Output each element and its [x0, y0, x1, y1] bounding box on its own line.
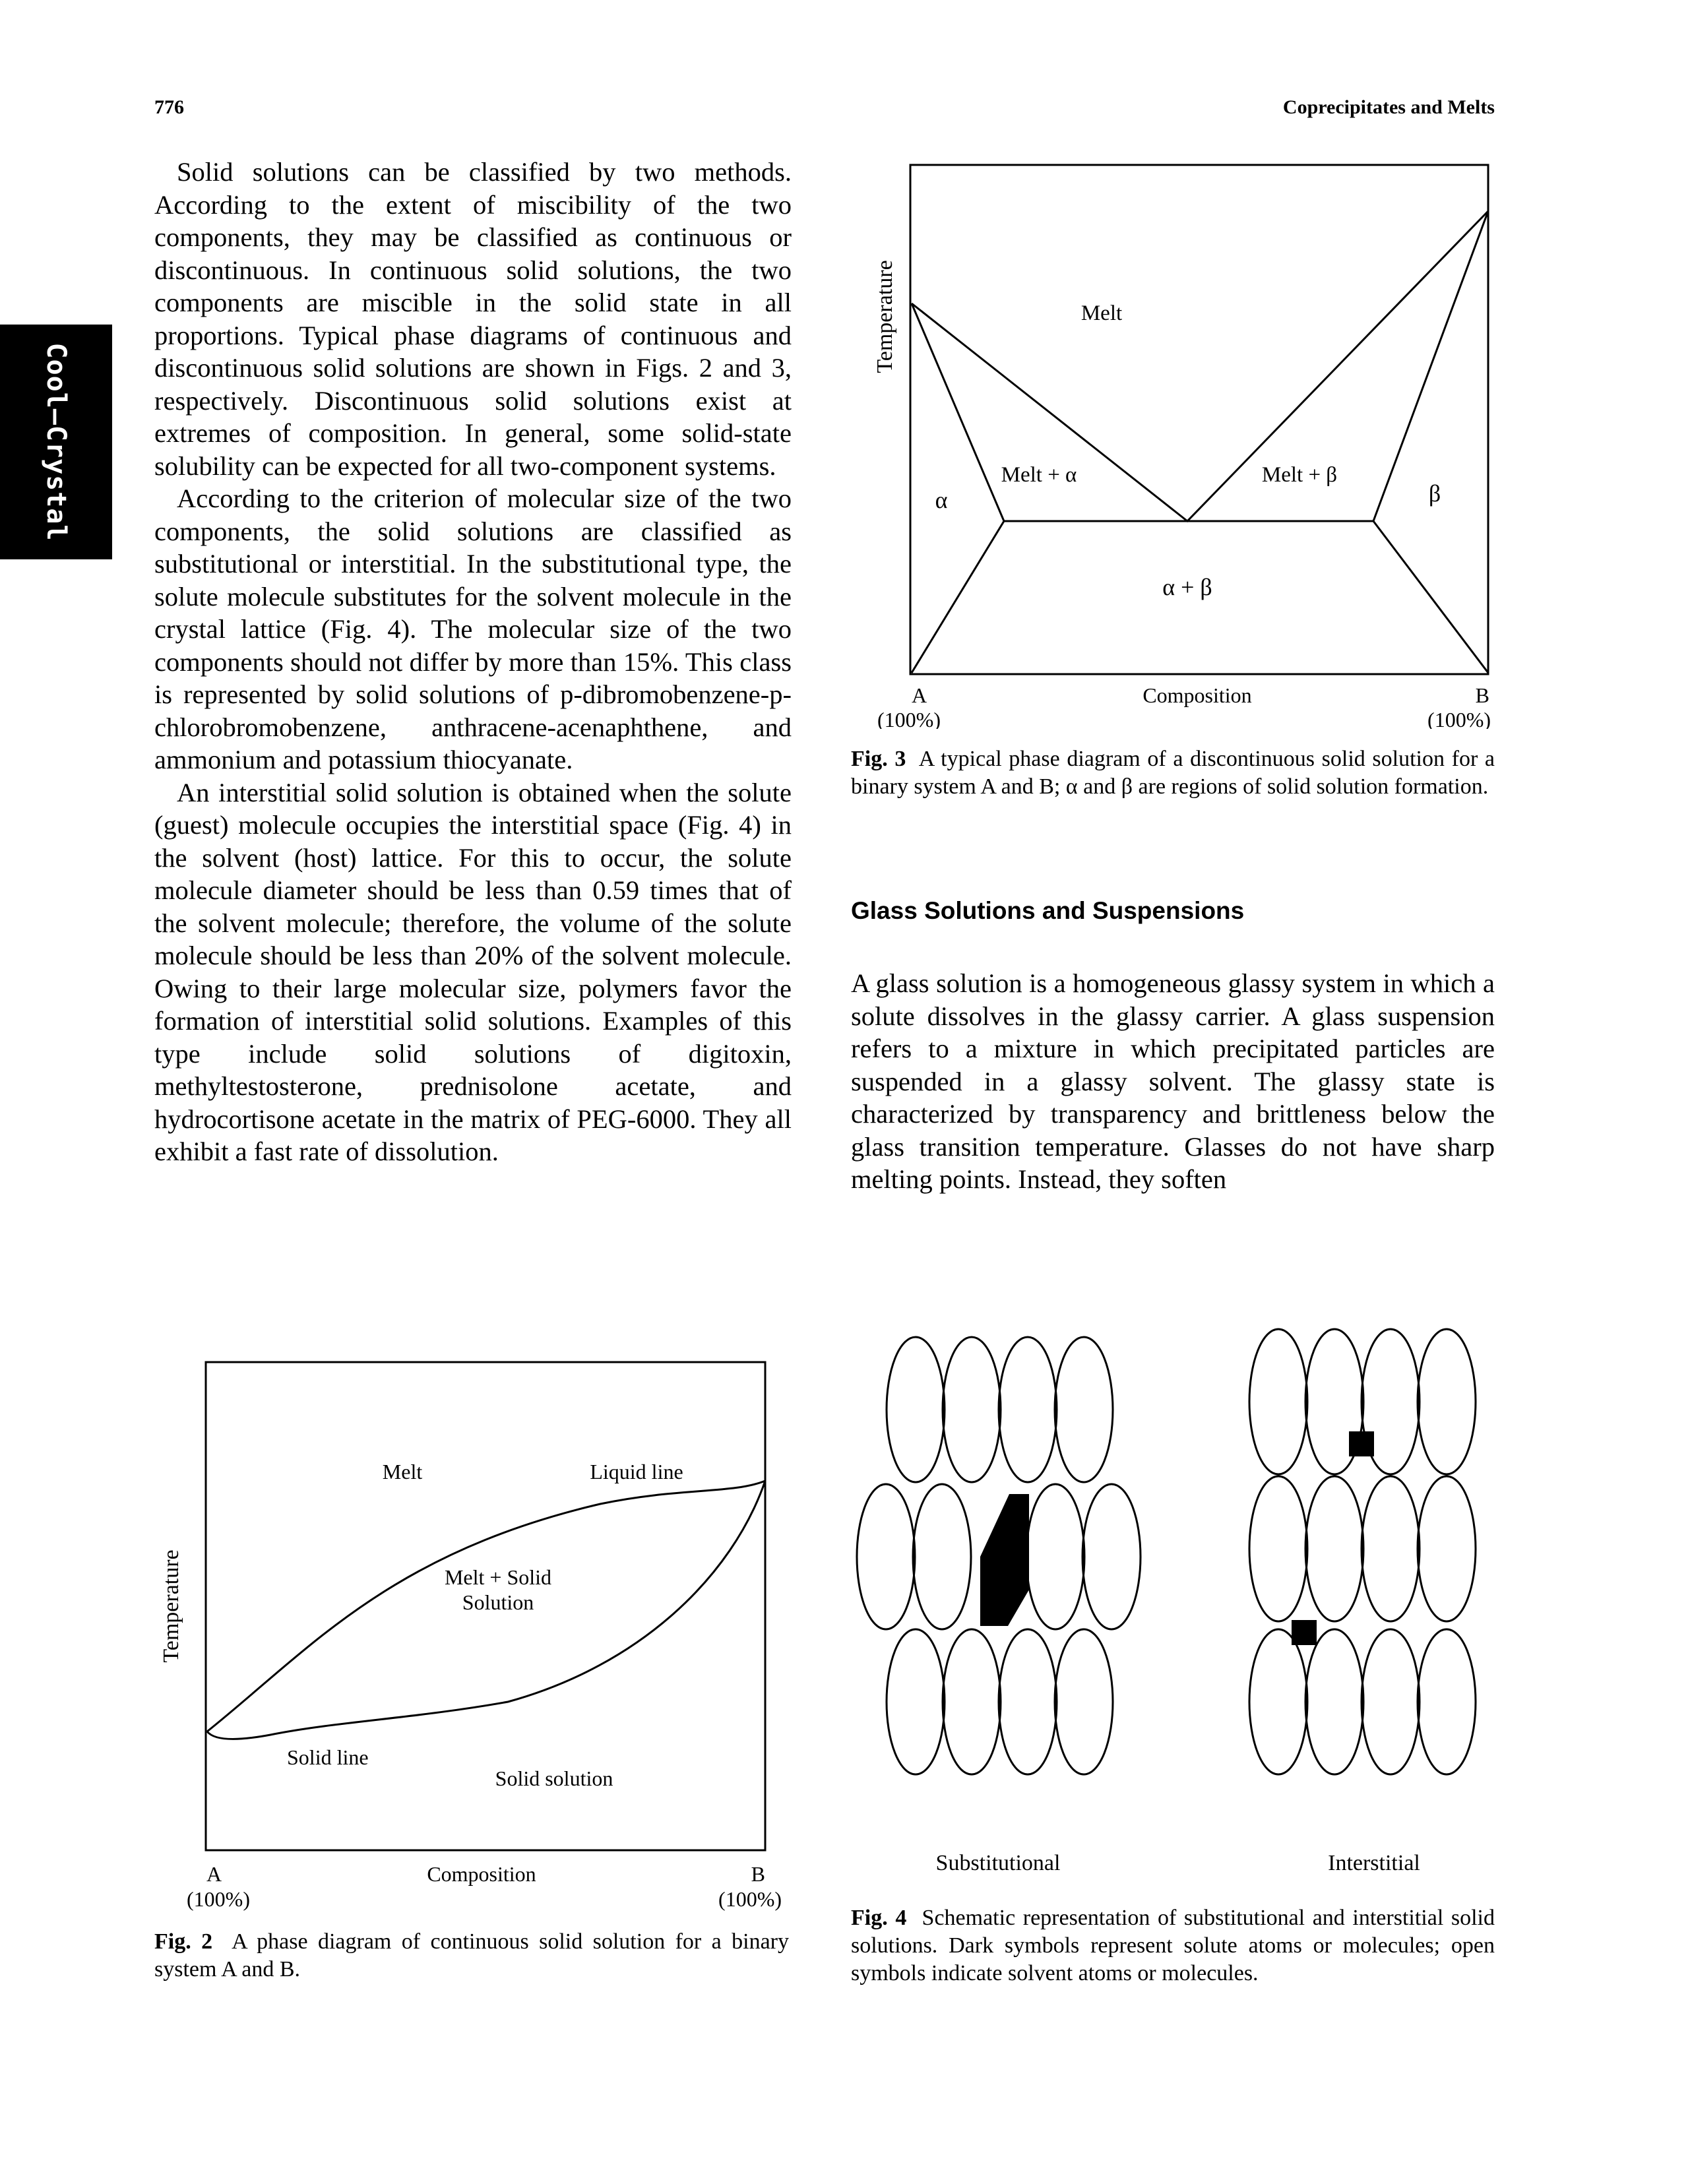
section-thumb-label: Cool–Crystal — [41, 342, 71, 542]
solvent-molecule — [1053, 1628, 1114, 1776]
fig3-label-alpha: α — [935, 487, 948, 513]
solvent-molecule — [885, 1336, 946, 1483]
fig2-label-melt-solid-1: Melt + Solid — [445, 1565, 551, 1589]
solvent-molecule — [1025, 1483, 1086, 1631]
section-thumb-tab: Cool–Crystal — [0, 325, 112, 559]
solvent-molecule — [941, 1628, 1002, 1776]
solvent-molecule — [1360, 1328, 1421, 1476]
solvent-molecule — [1416, 1328, 1477, 1476]
page-number: 776 — [154, 96, 184, 118]
fig2-phase-diagram: Temperature Melt Liquid line Melt + Soli… — [159, 1361, 782, 1911]
fig2-caption: Fig. 2 A phase diagram of continuous sol… — [154, 1928, 789, 1983]
solvent-molecule — [997, 1336, 1058, 1483]
right-column-text: A glass solution is a homogeneous glassy… — [851, 967, 1495, 1196]
body-paragraph: According to the criterion of molecular … — [154, 484, 792, 774]
fig3-x-right-pct: (100%) — [1427, 708, 1491, 729]
fig2-caption-text: A phase diagram of continuous solid solu… — [154, 1929, 789, 1981]
fig2-label-melt-solid-2: Solution — [462, 1590, 534, 1614]
interstitial-solute-atom — [1349, 1431, 1374, 1456]
fig2-x-center: Composition — [427, 1862, 536, 1886]
fig3-label-melt-alpha: Melt + α — [1001, 463, 1077, 487]
fig4-label-substitutional: Substitutional — [936, 1851, 1061, 1875]
solvent-molecule — [941, 1336, 1002, 1483]
solvent-molecule — [1360, 1628, 1421, 1776]
solvent-molecule — [1248, 1475, 1309, 1623]
fig3-label-alpha-beta: α + β — [1162, 574, 1212, 600]
fig2-x-right: B — [751, 1862, 765, 1886]
solvent-molecule — [1081, 1483, 1142, 1631]
fig4-caption-label: Fig. 4 — [851, 1906, 907, 1930]
fig2-label-solid-line: Solid line — [287, 1745, 369, 1769]
solvent-molecule — [997, 1628, 1058, 1776]
fig3-label-melt-beta: Melt + β — [1262, 463, 1337, 487]
fig3-x-left-pct: (100%) — [877, 708, 941, 729]
solvent-molecule — [1304, 1628, 1365, 1776]
fig2-x-left: A — [206, 1862, 222, 1886]
substitutional-solute-molecule — [980, 1494, 1029, 1626]
fig2-solid-line — [206, 1480, 767, 1740]
fig3-liquidus-line — [911, 210, 1489, 523]
fig4-caption: Fig. 4 Schematic representation of subst… — [851, 1904, 1495, 1987]
solvent-molecule — [856, 1483, 916, 1631]
fig2-liquid-line — [206, 1480, 766, 1733]
solvent-molecule — [1416, 1628, 1477, 1776]
fig2-y-axis-label: Temperature — [159, 1549, 183, 1662]
fig2-caption-label: Fig. 2 — [154, 1929, 213, 1954]
fig3-label-melt: Melt — [1081, 301, 1122, 325]
body-paragraph: Solid solutions can be classified by two… — [154, 157, 792, 481]
fig2-frame — [204, 1361, 767, 1852]
fig2-label-melt: Melt — [383, 1460, 423, 1483]
fig3-phase-diagram: Temperature Melt Melt + α Melt + β α β α… — [873, 164, 1491, 729]
fig3-caption: Fig. 3 A typical phase diagram of a disc… — [851, 745, 1495, 801]
fig3-x-right: B — [1476, 683, 1489, 707]
fig4-label-interstitial: Interstitial — [1328, 1851, 1420, 1875]
solvent-molecule — [1248, 1328, 1309, 1476]
fig2-x-left-pct: (100%) — [187, 1887, 250, 1911]
fig3-caption-text: A typical phase diagram of a discontinuo… — [851, 747, 1495, 799]
fig3-label-beta: β — [1429, 480, 1441, 507]
solvent-molecule — [1360, 1475, 1421, 1623]
body-paragraph: An interstitial solid solution is obtain… — [154, 777, 792, 1167]
solvent-molecule — [1304, 1475, 1365, 1623]
running-title: Coprecipitates and Melts — [1282, 96, 1495, 118]
fig3-x-center: Composition — [1142, 683, 1251, 707]
solvent-molecule — [1416, 1475, 1477, 1623]
fig4-caption-text: Schematic representation of substitution… — [851, 1906, 1495, 1985]
fig4-interstitial-lattice — [1248, 1328, 1477, 1776]
solvent-molecule — [885, 1628, 946, 1776]
fig3-alpha-solvus — [910, 303, 1005, 673]
body-paragraph: A glass solution is a homogeneous glassy… — [851, 968, 1495, 1194]
fig2-label-liquid-line: Liquid line — [590, 1460, 683, 1483]
solvent-molecule — [1304, 1328, 1365, 1476]
fig3-x-left: A — [912, 683, 927, 707]
fig3-beta-solvus — [1372, 210, 1489, 673]
fig4-lattice-schematic: Substitutional Interstitial — [856, 1328, 1477, 1875]
fig3-frame — [909, 164, 1489, 675]
solvent-molecule — [912, 1483, 972, 1631]
left-column-text: Solid solutions can be classified by two… — [154, 156, 792, 1168]
fig3-caption-label: Fig. 3 — [851, 747, 906, 771]
fig2-x-right-pct: (100%) — [718, 1887, 782, 1911]
fig2-label-solid-solution: Solid solution — [495, 1766, 613, 1790]
fig3-y-axis-label: Temperature — [873, 260, 897, 373]
solvent-molecule — [1248, 1628, 1309, 1776]
interstitial-solute-atom — [1292, 1620, 1317, 1645]
section-heading: Glass Solutions and Suspensions — [851, 897, 1245, 924]
solvent-molecule — [1053, 1336, 1114, 1483]
